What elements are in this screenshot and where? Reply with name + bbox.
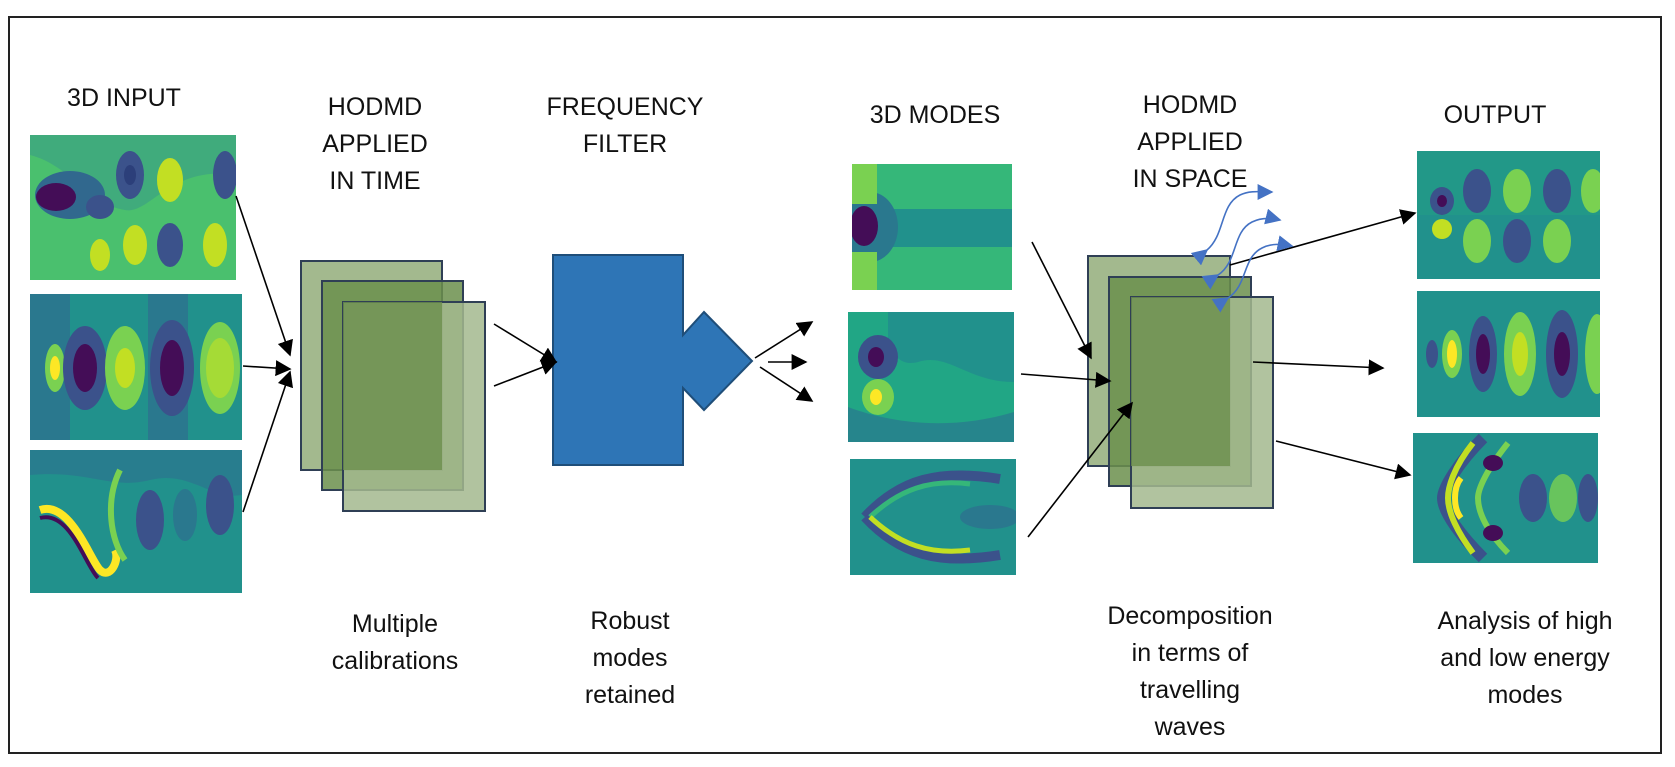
time-title: HODMD APPLIED IN TIME xyxy=(322,93,428,195)
input-field-2 xyxy=(30,294,242,440)
output-field-2 xyxy=(1417,291,1600,417)
input-title: 3D INPUT xyxy=(67,84,181,112)
filter-title: FREQUENCY FILTER xyxy=(546,93,704,158)
output-title: OUTPUT xyxy=(1443,101,1547,129)
space-caption: Decomposition in terms of travelling wav… xyxy=(1107,602,1273,741)
space-title: HODMD APPLIED IN SPACE xyxy=(1132,91,1248,193)
time-caption: Multiple calibrations xyxy=(331,610,459,675)
input-field-1 xyxy=(30,135,236,280)
mode-field-1 xyxy=(852,164,1012,290)
filter-caption: Robust modes retained xyxy=(584,607,676,709)
output-caption: Analysis of high and low energy modes xyxy=(1437,607,1613,709)
diagram-frame xyxy=(8,16,1662,754)
output-field-3 xyxy=(1413,433,1598,563)
modes-title: 3D MODES xyxy=(869,101,1001,129)
mode-field-3 xyxy=(850,459,1016,575)
output-field-1 xyxy=(1417,151,1600,279)
input-field-3 xyxy=(30,450,242,593)
mode-field-2 xyxy=(848,312,1014,442)
